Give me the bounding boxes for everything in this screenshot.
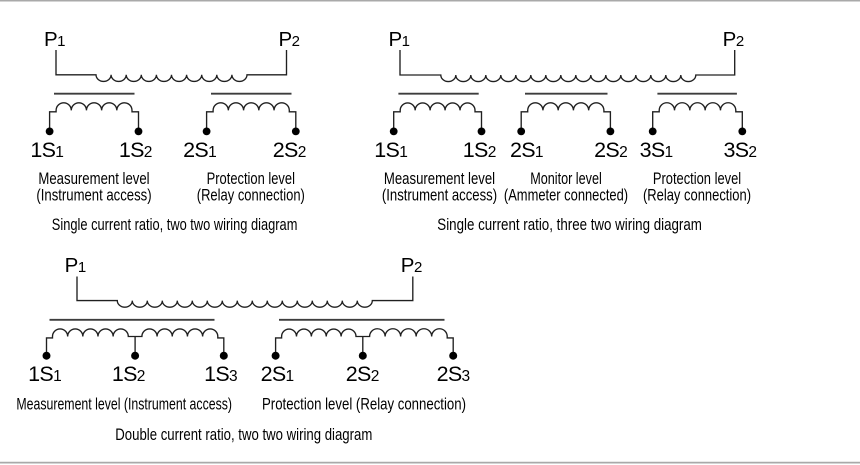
svg-text:Monitor level: Monitor level bbox=[530, 170, 602, 188]
svg-text:Double current ratio, two two: Double current ratio, two two wiring dia… bbox=[115, 426, 372, 444]
svg-text:(Relay connection): (Relay connection) bbox=[197, 186, 305, 204]
svg-text:P2: P2 bbox=[723, 28, 744, 51]
svg-text:Single current ratio, two two: Single current ratio, two two wiring dia… bbox=[52, 216, 298, 234]
svg-text:Protection level: Protection level bbox=[653, 170, 741, 188]
svg-text:(Ammeter connected): (Ammeter connected) bbox=[504, 186, 628, 204]
svg-text:Protection level (Relay connec: Protection level (Relay connection) bbox=[262, 396, 466, 414]
svg-text:P1: P1 bbox=[388, 28, 409, 51]
svg-text:(Instrument access): (Instrument access) bbox=[36, 186, 151, 204]
svg-text:Measurement level (Instrument: Measurement level (Instrument access) bbox=[16, 396, 232, 414]
svg-text:Measurement level: Measurement level bbox=[38, 170, 149, 188]
svg-text:P2: P2 bbox=[278, 28, 299, 51]
svg-text:P1: P1 bbox=[44, 28, 65, 51]
svg-text:Single current ratio, three tw: Single current ratio, three two wiring d… bbox=[437, 216, 702, 234]
svg-text:(Instrument access): (Instrument access) bbox=[382, 186, 497, 204]
svg-text:Protection level: Protection level bbox=[207, 170, 295, 188]
svg-text:P2: P2 bbox=[401, 254, 422, 277]
svg-text:(Relay connection): (Relay connection) bbox=[643, 186, 751, 204]
svg-text:Measurement level: Measurement level bbox=[384, 170, 495, 188]
svg-text:P1: P1 bbox=[65, 254, 86, 277]
